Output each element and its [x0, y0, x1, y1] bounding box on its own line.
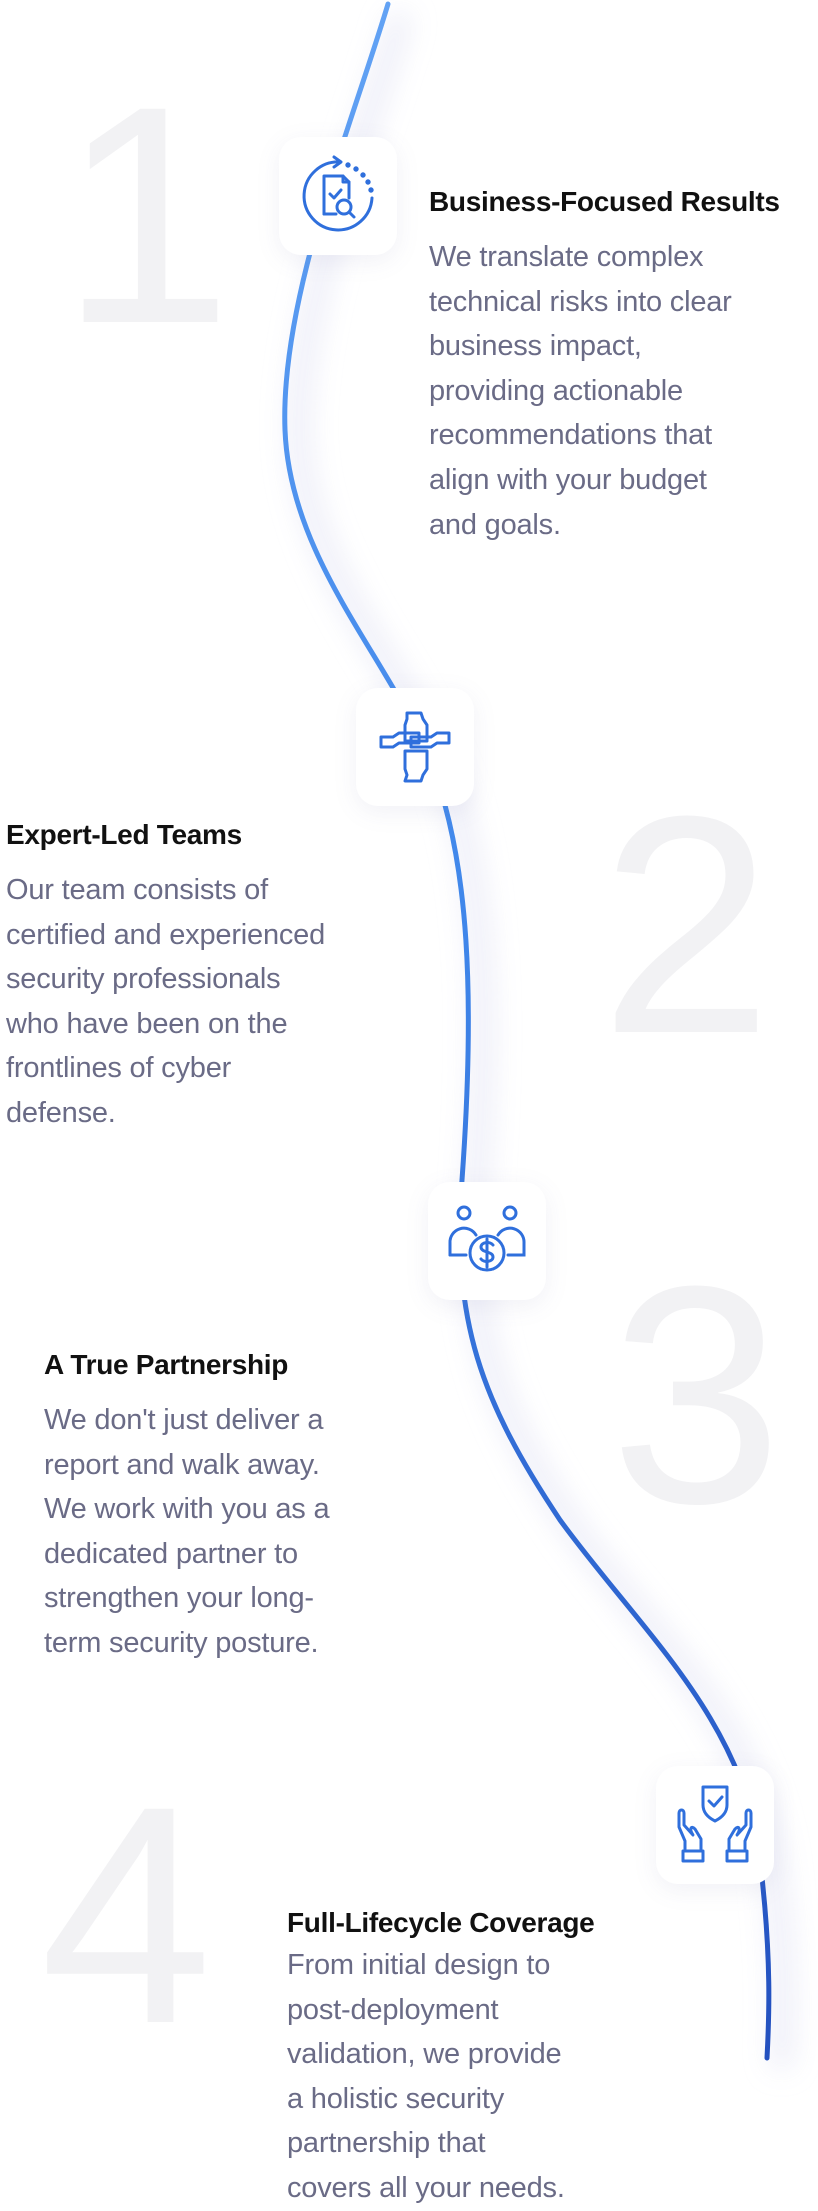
step-number-2: 2: [600, 751, 773, 1098]
description-line: defense.: [6, 1096, 116, 1129]
description-line: providing actionable: [429, 374, 683, 407]
step-number-3: 3: [610, 1221, 783, 1568]
description-line: partnership that: [287, 2127, 486, 2160]
description-line: who have been on the: [6, 1007, 288, 1040]
step-number-1: 1: [60, 41, 233, 388]
description-line: strengthen your long-: [44, 1582, 314, 1615]
description-line: frontlines of cyber: [6, 1052, 232, 1085]
description-line: post-deployment: [287, 1993, 499, 2026]
people-dollar-icon: [448, 1205, 526, 1272]
feature-title: A True Partnership: [44, 1349, 289, 1380]
feature-description: We translate complex technical risks int…: [429, 235, 780, 547]
icon-box-3: [428, 1182, 546, 1300]
icon-box-2: [356, 688, 474, 806]
description-line: We work with you as a: [44, 1493, 330, 1526]
description-line: security professionals: [6, 963, 281, 996]
description-line: We don't just deliver a: [44, 1404, 324, 1436]
description-line: report and walk away.: [44, 1448, 320, 1481]
feature-description: Our team consists of certified and exper…: [6, 868, 325, 1136]
icon-box-1: [279, 137, 397, 255]
document-check-search-icon: [302, 155, 374, 232]
feature-description: We don't just deliver a report and walk …: [44, 1398, 330, 1666]
description-line: recommendations that: [429, 419, 712, 452]
description-line: and goals.: [429, 508, 561, 541]
description-line: dedicated partner to: [44, 1537, 298, 1570]
feature-item-1: Business-Focused Results We translate co…: [429, 182, 780, 547]
description-line: term security posture.: [44, 1626, 319, 1659]
description-line: business impact,: [429, 330, 642, 363]
description-line: Our team consists of: [6, 874, 268, 906]
feature-item-3: A True Partnership We don't just deliver…: [44, 1345, 330, 1666]
description-line: covers all your needs.: [287, 2171, 565, 2204]
interlocked-hands-icon: [379, 711, 451, 783]
description-line: validation, we provide: [287, 2038, 562, 2071]
feature-title: Full-Lifecycle Coverage: [287, 1907, 595, 1938]
description-line: technical risks into clear: [429, 285, 732, 318]
description-line: From initial design to: [287, 1949, 551, 1981]
hands-shield-icon: [677, 1785, 753, 1863]
step-number-4: 4: [40, 1741, 213, 2088]
description-line: certified and experienced: [6, 918, 326, 951]
description-line: align with your budget: [429, 463, 707, 496]
feature-title: Business-Focused Results: [429, 186, 780, 217]
description-line: a holistic security: [287, 2082, 504, 2115]
feature-title: Expert-Led Teams: [6, 819, 242, 850]
feature-item-4: Full-Lifecycle Coverage From initial des…: [287, 1903, 595, 2211]
icon-box-4: [656, 1766, 774, 1884]
description-line: We translate complex: [429, 241, 704, 273]
feature-item-2: Expert-Led Teams Our team consists of ce…: [6, 815, 325, 1136]
feature-description: From initial design to post-deployment v…: [287, 1943, 594, 2211]
